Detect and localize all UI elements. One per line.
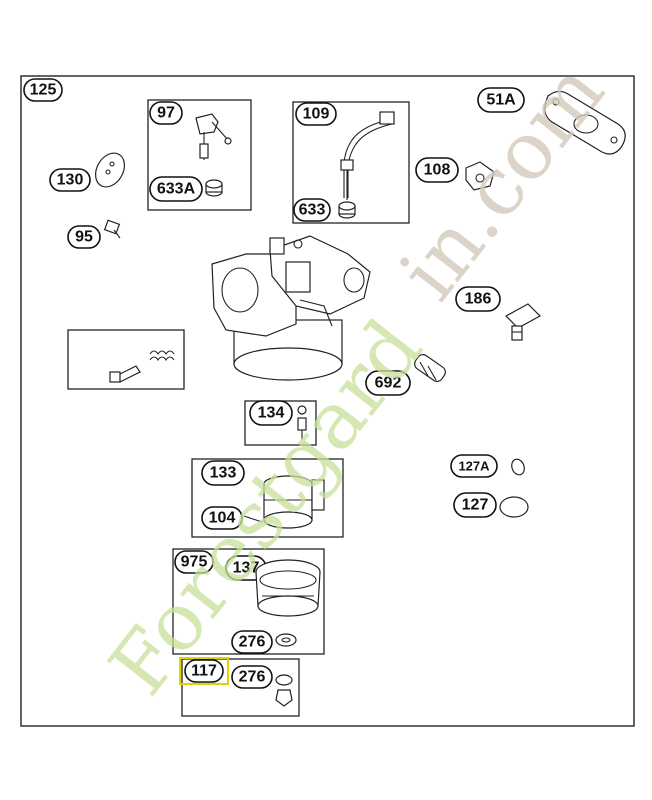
svg-text:134: 134 [258, 405, 285, 422]
svg-text:975: 975 [181, 554, 208, 571]
svg-text:117: 117 [191, 663, 217, 680]
svg-text:97: 97 [157, 105, 175, 122]
watermark-text-grey: in.com [382, 46, 622, 317]
svg-text:137: 137 [233, 560, 260, 577]
washer-276-a-part [275, 633, 297, 647]
bowl-nut-117-part [275, 674, 293, 707]
float-bowl-137-part [255, 559, 321, 617]
svg-text:276: 276 [239, 634, 266, 651]
idle-screw-part [109, 350, 175, 383]
label-186: 186 [455, 286, 501, 312]
label-633: 633 [293, 198, 331, 222]
watermark: Forestgard in.com [92, 46, 622, 712]
o-ring-127-part [499, 496, 529, 518]
svg-text:633A: 633A [157, 181, 196, 198]
svg-text:692: 692 [375, 375, 402, 392]
svg-text:133: 133 [210, 465, 237, 482]
label-109: 109 [295, 102, 337, 126]
group-box-screw-spring [67, 329, 185, 390]
svg-text:127A: 127A [458, 459, 490, 474]
svg-text:130: 130 [57, 172, 84, 189]
fuel-fitting-186-part [505, 303, 541, 341]
group-box-133 [191, 458, 344, 538]
carburetor-body-part [211, 235, 371, 381]
group-box-975 [172, 548, 325, 655]
svg-text:104: 104 [209, 510, 236, 527]
svg-text:186: 186 [465, 291, 492, 308]
float-133-part [263, 475, 325, 529]
label-134: 134 [249, 400, 293, 426]
label-130: 130 [49, 168, 91, 192]
label-117: 117 [179, 657, 229, 685]
group-box-97 [147, 99, 252, 211]
bushing-633A-part [205, 179, 223, 197]
o-ring-127A-part [511, 458, 525, 476]
label-125: 125 [23, 78, 63, 102]
throttle-lever-part [195, 113, 232, 160]
screw-95-part [103, 219, 121, 239]
svg-text:276: 276 [239, 669, 266, 686]
svg-text:95: 95 [75, 229, 93, 246]
throttle-plate-130-part [94, 152, 126, 188]
choke-shaft-part [340, 111, 395, 200]
bushing-633-part [338, 201, 356, 219]
pin-104-part [243, 515, 263, 523]
label-127: 127 [453, 492, 497, 518]
svg-text:633: 633 [299, 202, 326, 219]
svg-text:108: 108 [424, 162, 451, 179]
label-51A: 51A [477, 87, 525, 113]
bracket-108-part [465, 161, 495, 191]
label-95: 95 [67, 225, 101, 249]
svg-text:125: 125 [30, 82, 57, 99]
group-box-117 [181, 658, 300, 717]
group-box-109 [292, 101, 410, 224]
label-97: 97 [149, 101, 183, 125]
spring-692-part [414, 354, 446, 382]
svg-text:127: 127 [462, 497, 489, 514]
label-692: 692 [365, 370, 411, 396]
svg-text:109: 109 [303, 106, 330, 123]
label-276-a: 276 [231, 630, 273, 654]
label-276-b: 276 [231, 665, 273, 689]
label-975: 975 [174, 550, 214, 574]
label-108: 108 [415, 157, 459, 183]
label-104: 104 [201, 506, 243, 530]
needle-valve-134-part [297, 405, 307, 440]
label-127A: 127A [450, 454, 498, 478]
gasket-51A-part [544, 90, 626, 155]
label-133: 133 [201, 460, 245, 486]
svg-text:51A: 51A [486, 92, 516, 109]
diagram-frame [20, 75, 635, 727]
label-633A: 633A [149, 176, 203, 202]
